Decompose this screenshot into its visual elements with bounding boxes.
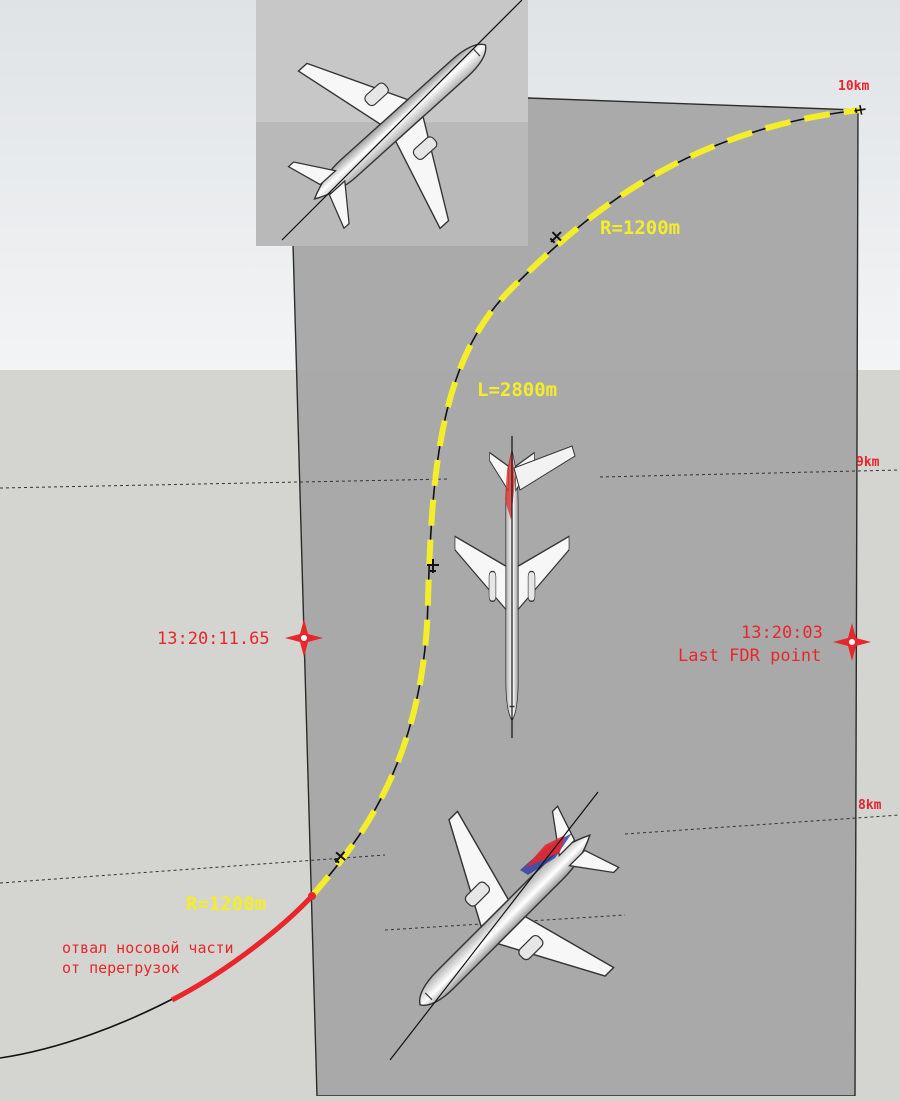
label-10km: 10km bbox=[838, 79, 869, 94]
aircraft-middle-tail bbox=[513, 445, 576, 491]
label-radius-top: R=1200m bbox=[600, 217, 680, 239]
aircraft-bottom-heading-line bbox=[389, 791, 599, 1061]
distance-line-8km-right bbox=[624, 814, 900, 835]
label-length: L=2800m bbox=[477, 379, 557, 401]
breakup-point bbox=[308, 892, 316, 900]
distance-line-9km-right bbox=[599, 469, 900, 478]
marker-right-icon bbox=[833, 623, 871, 661]
marker-left-icon bbox=[285, 619, 323, 657]
aircraft-top-heading-line bbox=[281, 0, 523, 241]
label-last-fdr: Last FDR point bbox=[678, 646, 821, 666]
label-time-left: 13:20:11.65 bbox=[157, 629, 270, 649]
label-radius-bottom: R=1200m bbox=[186, 893, 266, 915]
label-nose-line1: отвал носовой части bbox=[62, 939, 234, 957]
yellow-flight-segment bbox=[309, 107, 861, 898]
label-9km: 9km bbox=[856, 455, 880, 470]
label-8km: 8km bbox=[858, 798, 882, 813]
red-breakup-segment bbox=[170, 894, 314, 1003]
distance-line-8km-left bbox=[0, 854, 386, 884]
label-time-right: 13:20:03 bbox=[741, 623, 823, 643]
label-nose-line2: от перегрузок bbox=[62, 959, 179, 977]
aircraft-bottom-tail bbox=[525, 835, 565, 868]
